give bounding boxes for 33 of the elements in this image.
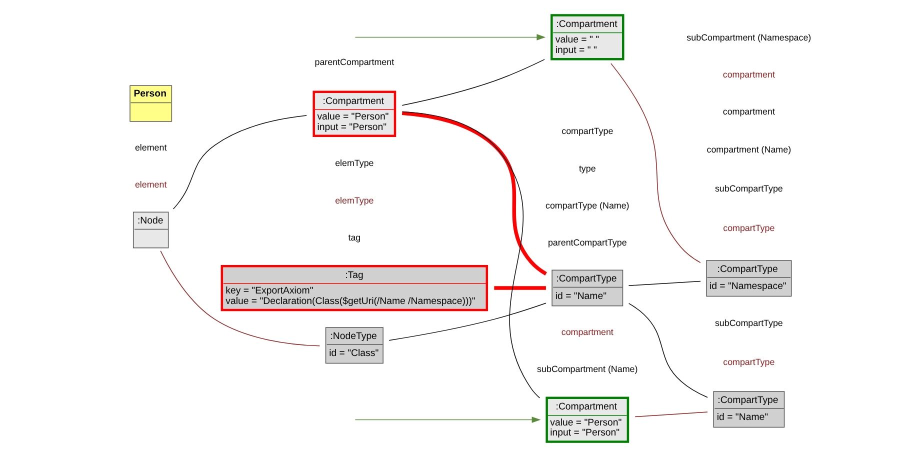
label: compartment	[722, 106, 774, 117]
label: tag	[348, 232, 360, 242]
connector	[388, 302, 546, 341]
arrow	[354, 34, 546, 40]
label: type	[578, 163, 596, 174]
label: elemType	[334, 158, 374, 168]
connector	[401, 59, 544, 106]
label: compartType	[722, 356, 774, 367]
connector	[628, 303, 708, 398]
label: subCompartType	[714, 183, 782, 194]
label: element	[134, 180, 166, 190]
arrow	[354, 416, 540, 423]
connector	[634, 412, 708, 418]
label: compartType (Name)	[545, 200, 629, 210]
label: compartment	[722, 69, 774, 80]
label: element	[134, 142, 166, 152]
connector	[610, 63, 700, 263]
connector	[401, 111, 540, 398]
label: compartment	[560, 327, 613, 338]
label: parentCompartType	[547, 238, 626, 248]
connector	[494, 286, 546, 290]
label: compartType	[722, 222, 774, 233]
connector	[401, 111, 546, 276]
connector	[172, 115, 306, 210]
label: compartment (Name)	[706, 144, 791, 155]
connector	[160, 250, 320, 346]
label: elemType	[334, 195, 374, 206]
label: subCompartment (Namespace)	[686, 32, 811, 42]
label: subCompartment (Name)	[536, 364, 638, 374]
label: subCompartType	[714, 318, 782, 328]
connector	[628, 280, 700, 286]
label: compartType	[561, 126, 613, 136]
label: parentCompartment	[314, 56, 394, 67]
